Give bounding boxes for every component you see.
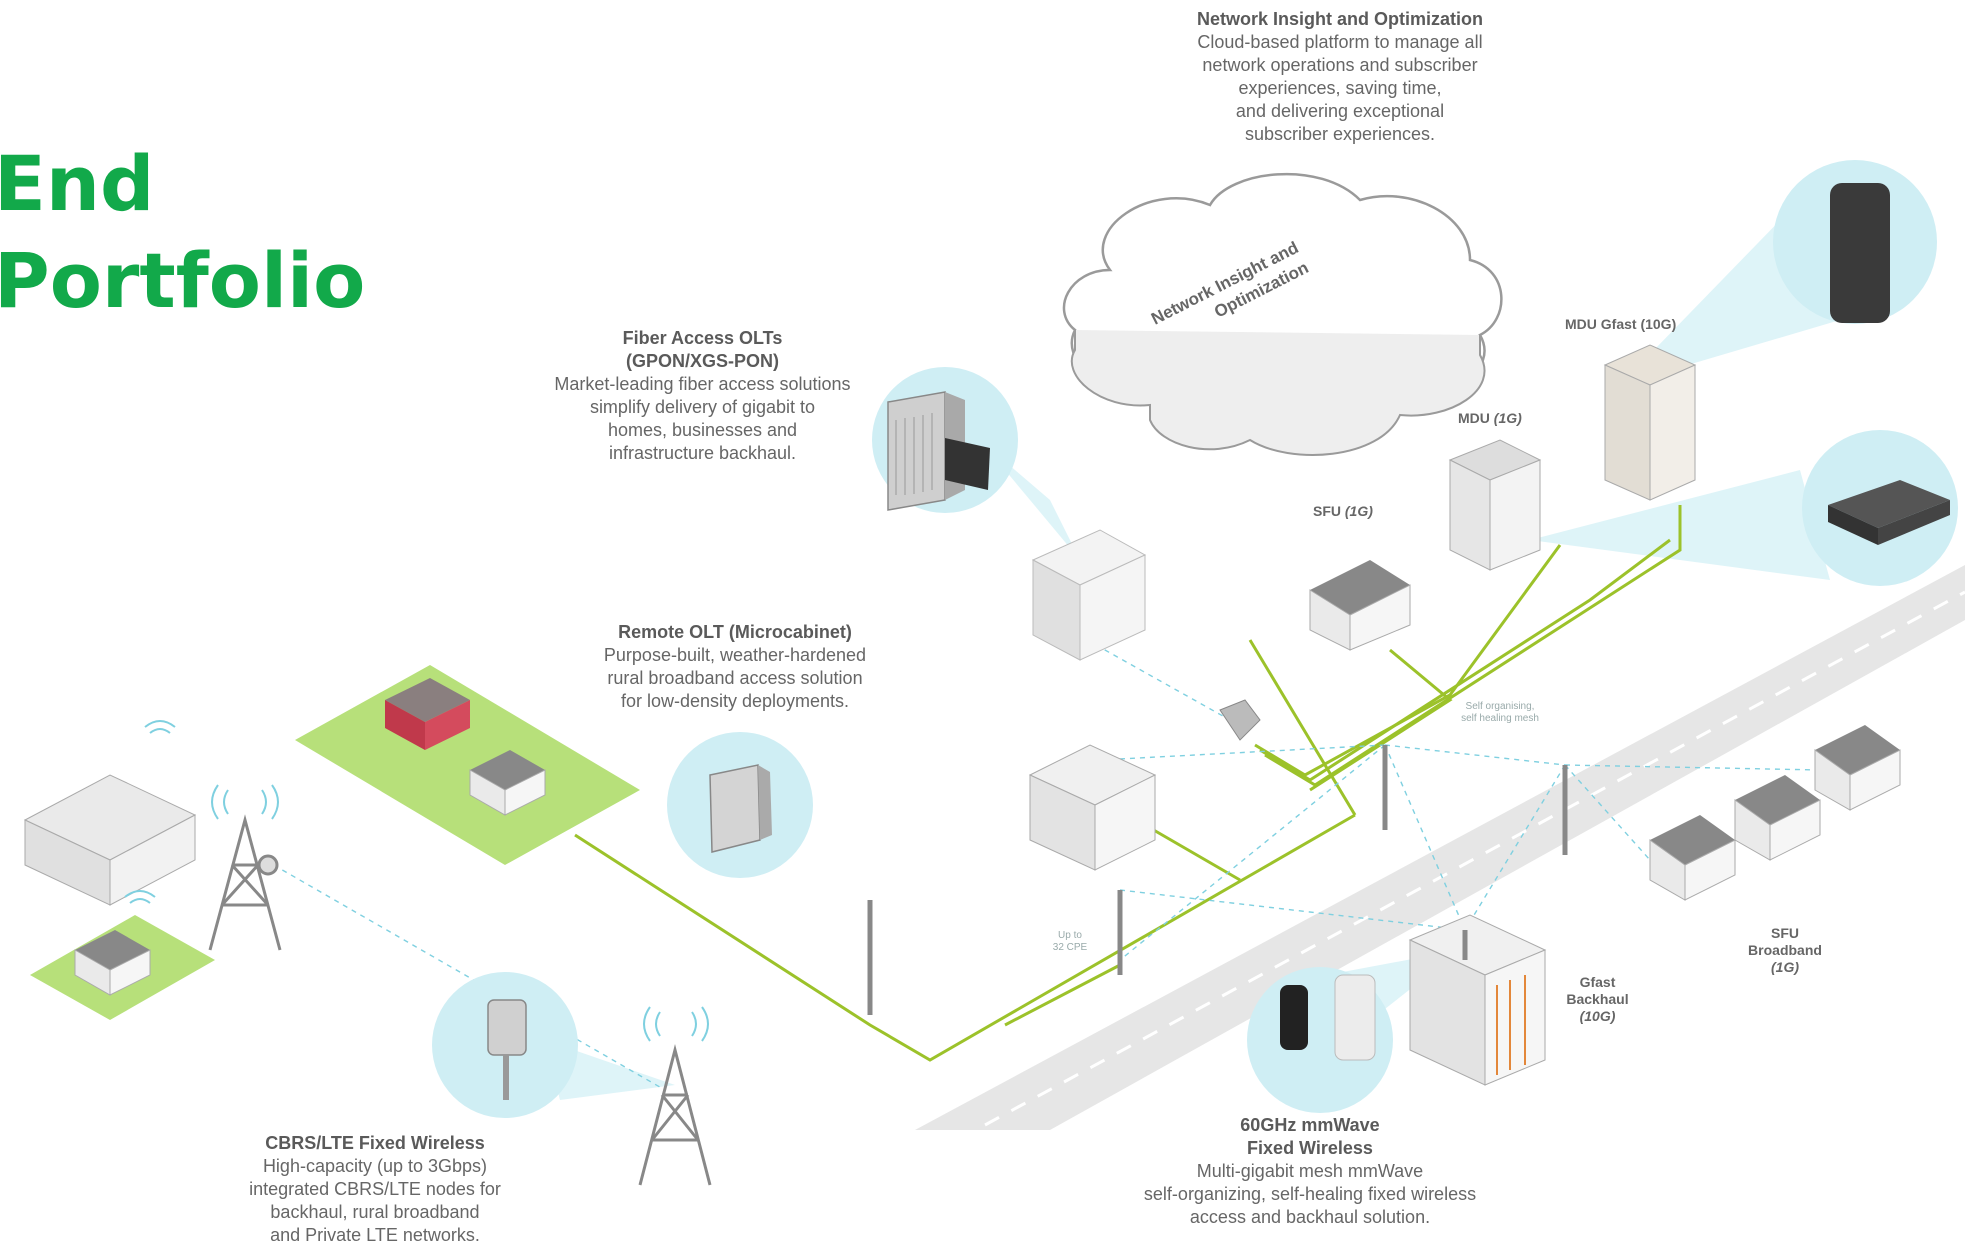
network-insight-line: Cloud-based platform to manage all xyxy=(1197,32,1483,52)
fiber-olt-line: infrastructure backhaul. xyxy=(608,443,797,463)
remote-olt-line: for low-density deployments. xyxy=(620,691,850,711)
network-insight-callout: Network Insight and Optimization Cloud-b… xyxy=(1150,8,1530,146)
sfu-label: SFU (1G) xyxy=(1313,503,1373,520)
cbrs-circle xyxy=(432,972,578,1118)
beam-cbrs xyxy=(545,1040,675,1100)
gfast-backhaul-label: Gfast Backhaul (10G) xyxy=(1555,974,1640,1025)
gfast-backhaul-line: Backhaul xyxy=(1566,991,1629,1007)
mmwave-panel-icon xyxy=(1334,974,1376,1061)
gfast-device-circle xyxy=(1773,160,1937,324)
sfu-label-note: (1G) xyxy=(1344,503,1373,519)
sfu-label-text: SFU xyxy=(1313,503,1341,519)
mmwave-circle xyxy=(1247,967,1393,1113)
olt-chassis-icon xyxy=(887,391,946,511)
cbrs-heading: CBRS/LTE Fixed Wireless xyxy=(265,1133,485,1153)
fiber-lines xyxy=(574,505,1682,1062)
mmwave-heading: 60GHz mmWave xyxy=(1240,1115,1380,1135)
cbrs-radio-icon xyxy=(487,999,527,1056)
self-organising-line: self healing mesh xyxy=(1461,713,1539,724)
mdu-label-note: (1G) xyxy=(1493,410,1522,426)
sfu-broadband-label: SFU Broadband (1G) xyxy=(1740,925,1830,976)
gfast-backhaul-building xyxy=(1408,914,1547,1086)
sfu-broadband-note: (1G) xyxy=(1771,959,1799,975)
title-line-2: Portfolio xyxy=(0,236,366,325)
cbrs-line: backhaul, rural broadband xyxy=(270,1202,480,1222)
cbrs-line: integrated CBRS/LTE nodes for xyxy=(249,1179,501,1199)
mmwave-callout: 60GHz mmWave Fixed Wireless Multi-gigabi… xyxy=(1110,1114,1510,1229)
sfu-broadband-houses xyxy=(1649,725,1901,901)
up-to-line: 32 CPE xyxy=(1052,942,1088,953)
farm-area xyxy=(295,665,640,865)
up-to-cpe-label: Up to 32 CPE xyxy=(1045,930,1095,954)
gfast-device-icon xyxy=(1830,183,1890,323)
sfu-broadband-line: Broadband xyxy=(1748,942,1822,958)
remote-olt-heading: Remote OLT (Microcabinet) xyxy=(618,622,852,642)
cbrs-tower-right xyxy=(638,1044,712,1186)
network-insight-heading: Network Insight and Optimization xyxy=(1196,9,1483,29)
cbrs-callout: CBRS/LTE Fixed Wireless High-capacity (u… xyxy=(200,1132,550,1247)
cbrs-line: High-capacity (up to 3Gbps) xyxy=(262,1156,488,1176)
mmwave-subheading: Fixed Wireless xyxy=(1247,1138,1373,1158)
mmwave-line: Multi-gigabit mesh mmWave xyxy=(1196,1161,1424,1181)
cbrs-line: and Private LTE networks. xyxy=(270,1225,480,1245)
utility-poles xyxy=(867,745,1568,1015)
mdu-building xyxy=(1448,439,1542,571)
title-line-1: End xyxy=(0,139,155,228)
self-organising-line: Self organising, xyxy=(1465,701,1535,712)
remote-olt-circle xyxy=(667,732,813,878)
mdu-label: MDU (1G) xyxy=(1458,410,1522,427)
cloud-icon: Network Insight and Optimization xyxy=(1062,172,1503,456)
remote-olt-line: rural broadband access solution xyxy=(607,668,863,688)
gfast-backhaul-note: (10G) xyxy=(1579,1008,1616,1024)
cabinet-box xyxy=(1219,699,1261,741)
wireless-signal-icons xyxy=(124,720,709,1042)
olt-tower-building xyxy=(1031,529,1147,661)
mesh-links xyxy=(264,644,1821,1091)
up-to-line: Up to xyxy=(1058,930,1082,941)
self-organising-label: Self organising, self healing mesh xyxy=(1450,701,1550,725)
remote-olt-line: Purpose-built, weather-hardened xyxy=(603,645,867,665)
fiber-olt-circle xyxy=(872,367,1018,513)
network-insight-line: experiences, saving time, xyxy=(1238,78,1442,98)
mmwave-line: self-organizing, self-healing fixed wire… xyxy=(1143,1184,1477,1204)
fiber-olt-line: homes, businesses and xyxy=(607,420,798,440)
fiber-olt-callout: Fiber Access OLTs (GPON/XGS-PON) Market-… xyxy=(520,327,885,465)
network-insight-line: and delivering exceptional xyxy=(1235,101,1445,121)
business-building xyxy=(1028,744,1157,871)
network-insight-line: subscriber experiences. xyxy=(1244,124,1436,144)
mdu-label-text: MDU xyxy=(1458,410,1490,426)
mdu-gfast-building xyxy=(1603,344,1697,501)
fiber-olt-line: simplify delivery of gigabit to xyxy=(589,397,816,417)
fiber-olt-subheading: (GPON/XGS-PON) xyxy=(625,351,779,371)
network-insight-line: network operations and subscriber xyxy=(1202,55,1478,75)
olt-card-icon xyxy=(945,438,990,490)
fiber-olt-heading: Fiber Access OLTs xyxy=(622,328,783,348)
road xyxy=(915,565,1965,1130)
sfu-broadband-line: SFU xyxy=(1771,925,1799,941)
microcabinet-icon xyxy=(709,764,761,853)
fiber-olt-line: Market-leading fiber access solutions xyxy=(554,374,851,394)
gfast-backhaul-line: Gfast xyxy=(1579,974,1616,990)
router-circle xyxy=(1802,430,1958,586)
remote-olt-callout: Remote OLT (Microcabinet) Purpose-built,… xyxy=(560,621,910,713)
mmwave-line: access and backhaul solution. xyxy=(1189,1207,1431,1227)
road-center-line xyxy=(984,590,1965,1127)
mdu-gfast-label: MDU Gfast (10G) xyxy=(1565,316,1677,332)
civic-building xyxy=(23,774,197,906)
rural-house-area xyxy=(30,915,215,1020)
sfu-house xyxy=(1309,560,1411,651)
cbrs-tower-left xyxy=(208,814,282,951)
router-icon xyxy=(1828,480,1950,528)
mmwave-node-icon xyxy=(1280,985,1308,1050)
